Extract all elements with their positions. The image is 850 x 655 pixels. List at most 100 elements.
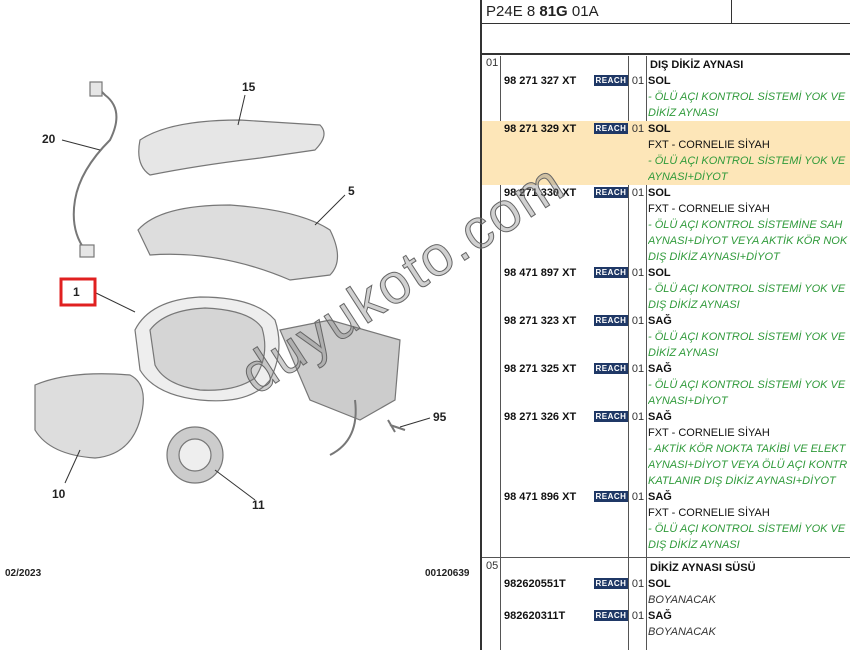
quantity: 01: [631, 187, 645, 199]
reach-badge: REACH: [594, 123, 628, 134]
quantity: 01: [631, 610, 645, 622]
quantity: 01: [631, 411, 645, 423]
fitment-note: - ÖLÜ AÇI KONTROL SİSTEMİ YOK VE: [648, 283, 846, 295]
mirror-assembly-illustration: [34, 81, 431, 501]
part-description: SAĞ - ÖLÜ AÇI KONTROL SİSTEMİ YOK VE AYNAS…: [648, 361, 850, 409]
fitment-note: - ÖLÜ AÇI KONTROL SİSTEMİ YOK VE: [648, 331, 846, 343]
part-number[interactable]: 98 271 326 XT: [504, 411, 577, 423]
reach-badge: REACH: [594, 315, 628, 326]
part-20-wire-harness: [72, 84, 118, 251]
paint-note: BOYANACAK: [648, 626, 716, 638]
quantity: 01: [631, 491, 645, 503]
color-spec: FXT - CORNELIE SİYAH: [648, 203, 770, 215]
quantity: 01: [631, 123, 645, 135]
part-number[interactable]: 98 271 323 XT: [504, 315, 577, 327]
part-description: SOL FXT - CORNELIE SİYAH - ÖLÜ AÇI KONTROL…: [648, 121, 850, 185]
section-title: DİKİZ AYNASI SÜSÜ: [650, 562, 756, 574]
fitment-note: AYNASI+DİYOT: [648, 395, 728, 407]
ref-bold: 81G: [539, 3, 568, 20]
side-label: SAĞ: [648, 411, 672, 423]
color-spec: FXT - CORNELIE SİYAH: [648, 139, 770, 151]
part-number[interactable]: 982620311T: [504, 610, 566, 622]
ref-suffix: 01A: [567, 3, 599, 20]
divider: [646, 56, 647, 650]
quantity: 01: [631, 75, 645, 87]
side-label: SAĞ: [648, 363, 672, 375]
fitment-note: - ÖLÜ AÇI KONTROL SİSTEMİ YOK VE: [648, 155, 846, 167]
reach-badge: REACH: [594, 578, 628, 589]
side-label: SAĞ: [648, 610, 672, 622]
fitment-note: DIŞ DİKİZ AYNASI: [648, 539, 740, 551]
fitment-note: KATLANIR DIŞ DİKİZ AYNASI+DİYOT: [648, 475, 836, 487]
diagram-code: 00120639: [425, 568, 470, 579]
divider: [500, 56, 501, 650]
divider: [731, 0, 732, 24]
fitment-note: - ÖLÜ AÇI KONTROL SİSTEMİ YOK VE: [648, 91, 846, 103]
callout-20[interactable]: 20: [42, 132, 56, 146]
exploded-parts-diagram: 20 15 5 1 10 11 95 02/2023 00120639: [5, 80, 470, 579]
fitment-note: - AKTİK KÖR NOKTA TAKİBİ VE ELEKT: [648, 443, 846, 455]
header-band: [482, 24, 850, 55]
part-number[interactable]: 98 471 896 XT: [504, 491, 577, 503]
section-number: 01: [486, 57, 499, 69]
side-label: SOL: [648, 187, 671, 199]
diagram-date: 02/2023: [5, 568, 42, 579]
callout-11[interactable]: 11: [252, 498, 265, 512]
side-label: SOL: [648, 123, 671, 135]
reach-badge: REACH: [594, 610, 628, 621]
fitment-note: AYNASI+DİYOT VEYA AKTİK KÖR NOK: [648, 235, 848, 247]
reach-badge: REACH: [594, 267, 628, 278]
callout-5[interactable]: 5: [348, 184, 355, 198]
part-number[interactable]: 98 271 325 XT: [504, 363, 577, 375]
section-number: 05: [486, 560, 499, 572]
part-15-indicator: [138, 119, 325, 176]
fitment-note: - ÖLÜ AÇI KONTROL SİSTEMİNE SAH: [648, 219, 843, 231]
reach-badge: REACH: [594, 75, 628, 86]
section-title: DIŞ DİKİZ AYNASI: [650, 59, 744, 71]
divider: [628, 56, 629, 650]
part-number[interactable]: 98 271 329 XT: [504, 123, 577, 135]
fitment-note: - ÖLÜ AÇI KONTROL SİSTEMİ YOK VE: [648, 379, 846, 391]
callout-95[interactable]: 95: [433, 410, 447, 424]
quantity: 01: [631, 578, 645, 590]
fitment-note: DİKİZ AYNASI: [648, 107, 719, 119]
fitment-note: AYNASI+DİYOT VEYA ÖLÜ AÇI KONTR: [648, 459, 848, 471]
fitment-note: AYNASI+DİYOT: [648, 171, 728, 183]
part-number[interactable]: 982620551T: [504, 578, 566, 590]
reach-badge: REACH: [594, 363, 628, 374]
color-spec: FXT - CORNELIE SİYAH: [648, 507, 770, 519]
fitment-note: DIŞ DİKİZ AYNASI: [648, 299, 740, 311]
fitment-note: - ÖLÜ AÇI KONTROL SİSTEMİ YOK VE: [648, 523, 846, 535]
diagram-reference: P24E 8 81G 01A: [482, 0, 850, 24]
part-number[interactable]: 98 271 330 XT: [504, 187, 577, 199]
callout-10[interactable]: 10: [52, 487, 66, 501]
part-number[interactable]: 98 471 897 XT: [504, 267, 577, 279]
part-95-screw: [387, 419, 406, 433]
part-5-cover: [137, 204, 339, 281]
reach-badge: REACH: [594, 491, 628, 502]
callout-1[interactable]: 1: [73, 285, 80, 299]
part-number[interactable]: 98 271 327 XT: [504, 75, 577, 87]
callout-15[interactable]: 15: [242, 80, 256, 94]
fitment-note: DİKİZ AYNASI: [648, 347, 719, 359]
ref-prefix: P24E 8: [486, 3, 540, 20]
quantity: 01: [631, 267, 645, 279]
reach-badge: REACH: [594, 187, 628, 198]
